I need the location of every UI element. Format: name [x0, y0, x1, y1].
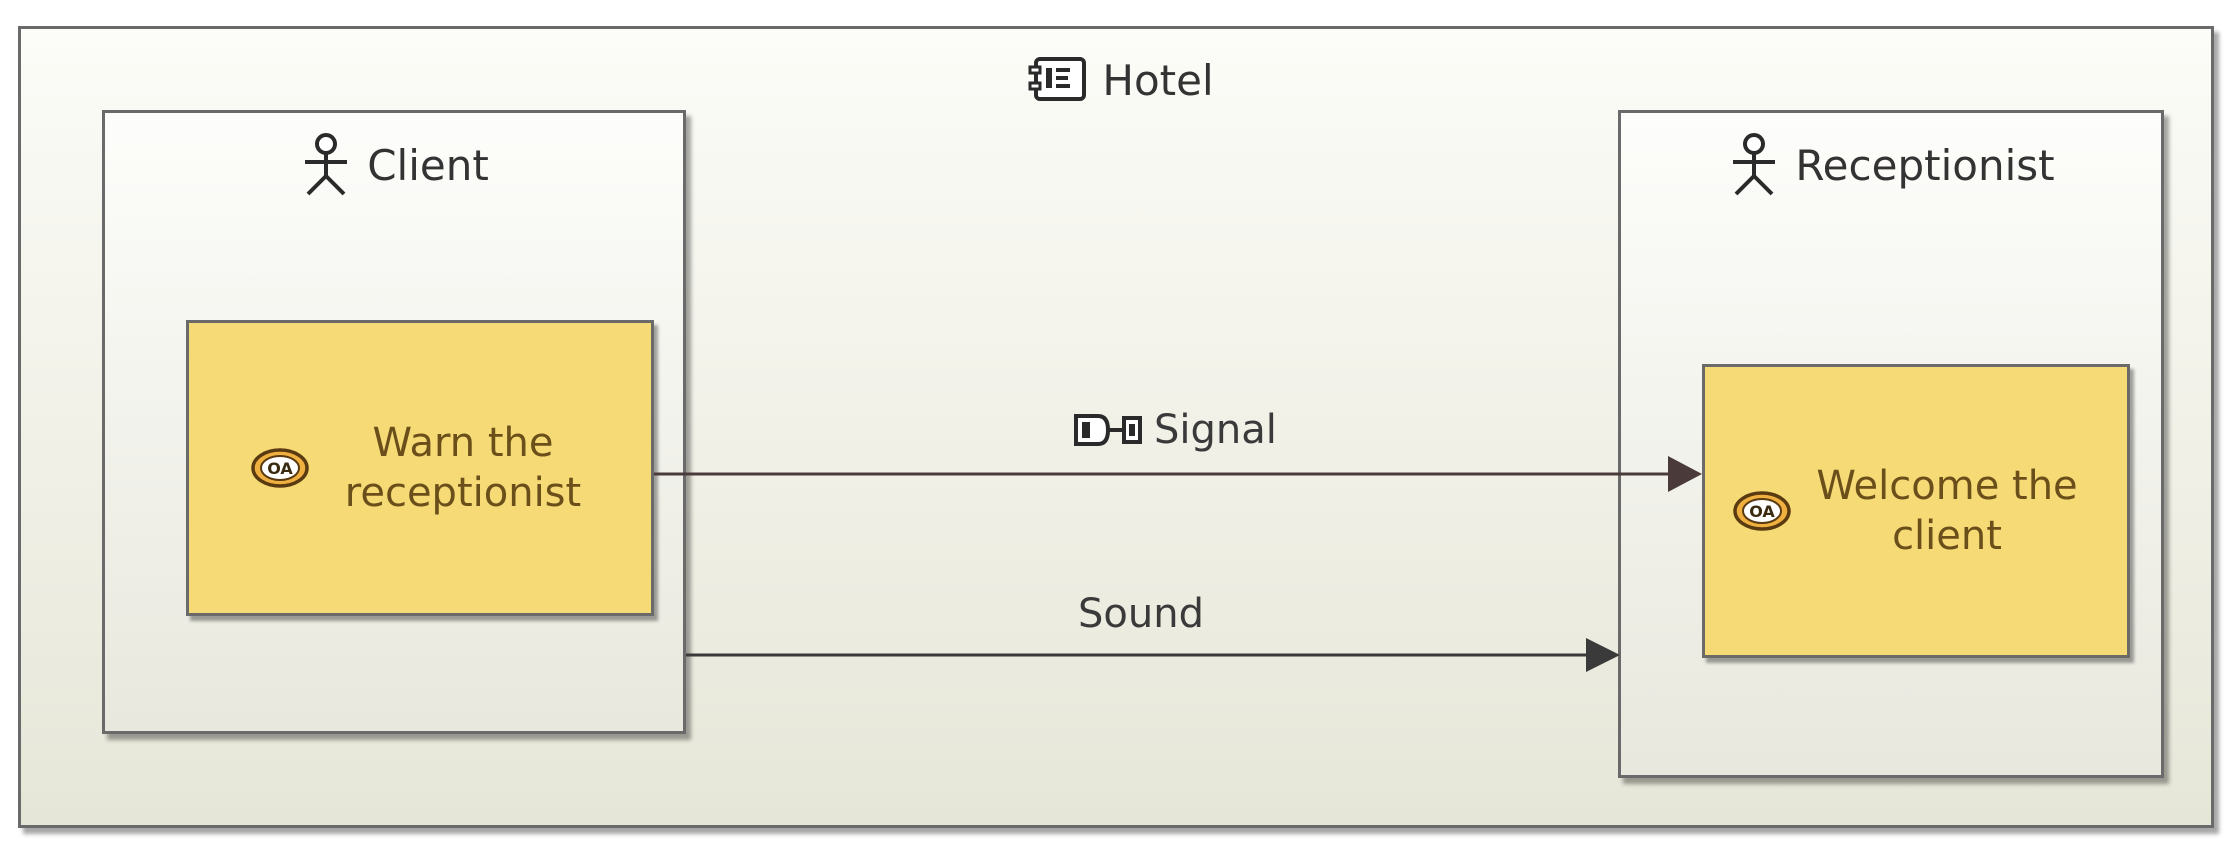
system-title: Hotel: [900, 50, 1340, 110]
actor-receptionist-title: Receptionist: [1618, 130, 2164, 200]
actor-name: Client: [367, 140, 489, 190]
system-component-icon: [1028, 57, 1087, 101]
actor-name: Receptionist: [1795, 140, 2055, 190]
operational-activity-icon: OA: [251, 448, 309, 488]
exchange-arrow-signal[interactable]: [654, 456, 1702, 492]
exchange-arrow-sound[interactable]: [686, 638, 1620, 672]
system-name: Hotel: [1102, 55, 1214, 105]
svg-text:OA: OA: [267, 459, 293, 478]
actor-client-title: Client: [102, 130, 686, 200]
exchange-label-sound: Sound: [1078, 591, 1204, 637]
operational-activity-icon: OA: [1733, 491, 1791, 531]
activity-warn-the-receptionist[interactable]: OA Warn the receptionist: [186, 320, 654, 616]
exchange-label-signal: Signal: [1072, 400, 1332, 460]
exchange-name: Signal: [1154, 407, 1277, 453]
actor-stick-figure-icon: [1733, 133, 1776, 196]
activity-welcome-the-client[interactable]: OA Welcome the client: [1702, 364, 2130, 658]
activity-label: Welcome the client: [1816, 463, 2078, 559]
actor-stick-figure-icon: [305, 133, 348, 196]
activity-label: Warn the receptionist: [344, 420, 582, 516]
exchange-item-icon: [1074, 414, 1142, 446]
svg-text:OA: OA: [1749, 502, 1775, 521]
